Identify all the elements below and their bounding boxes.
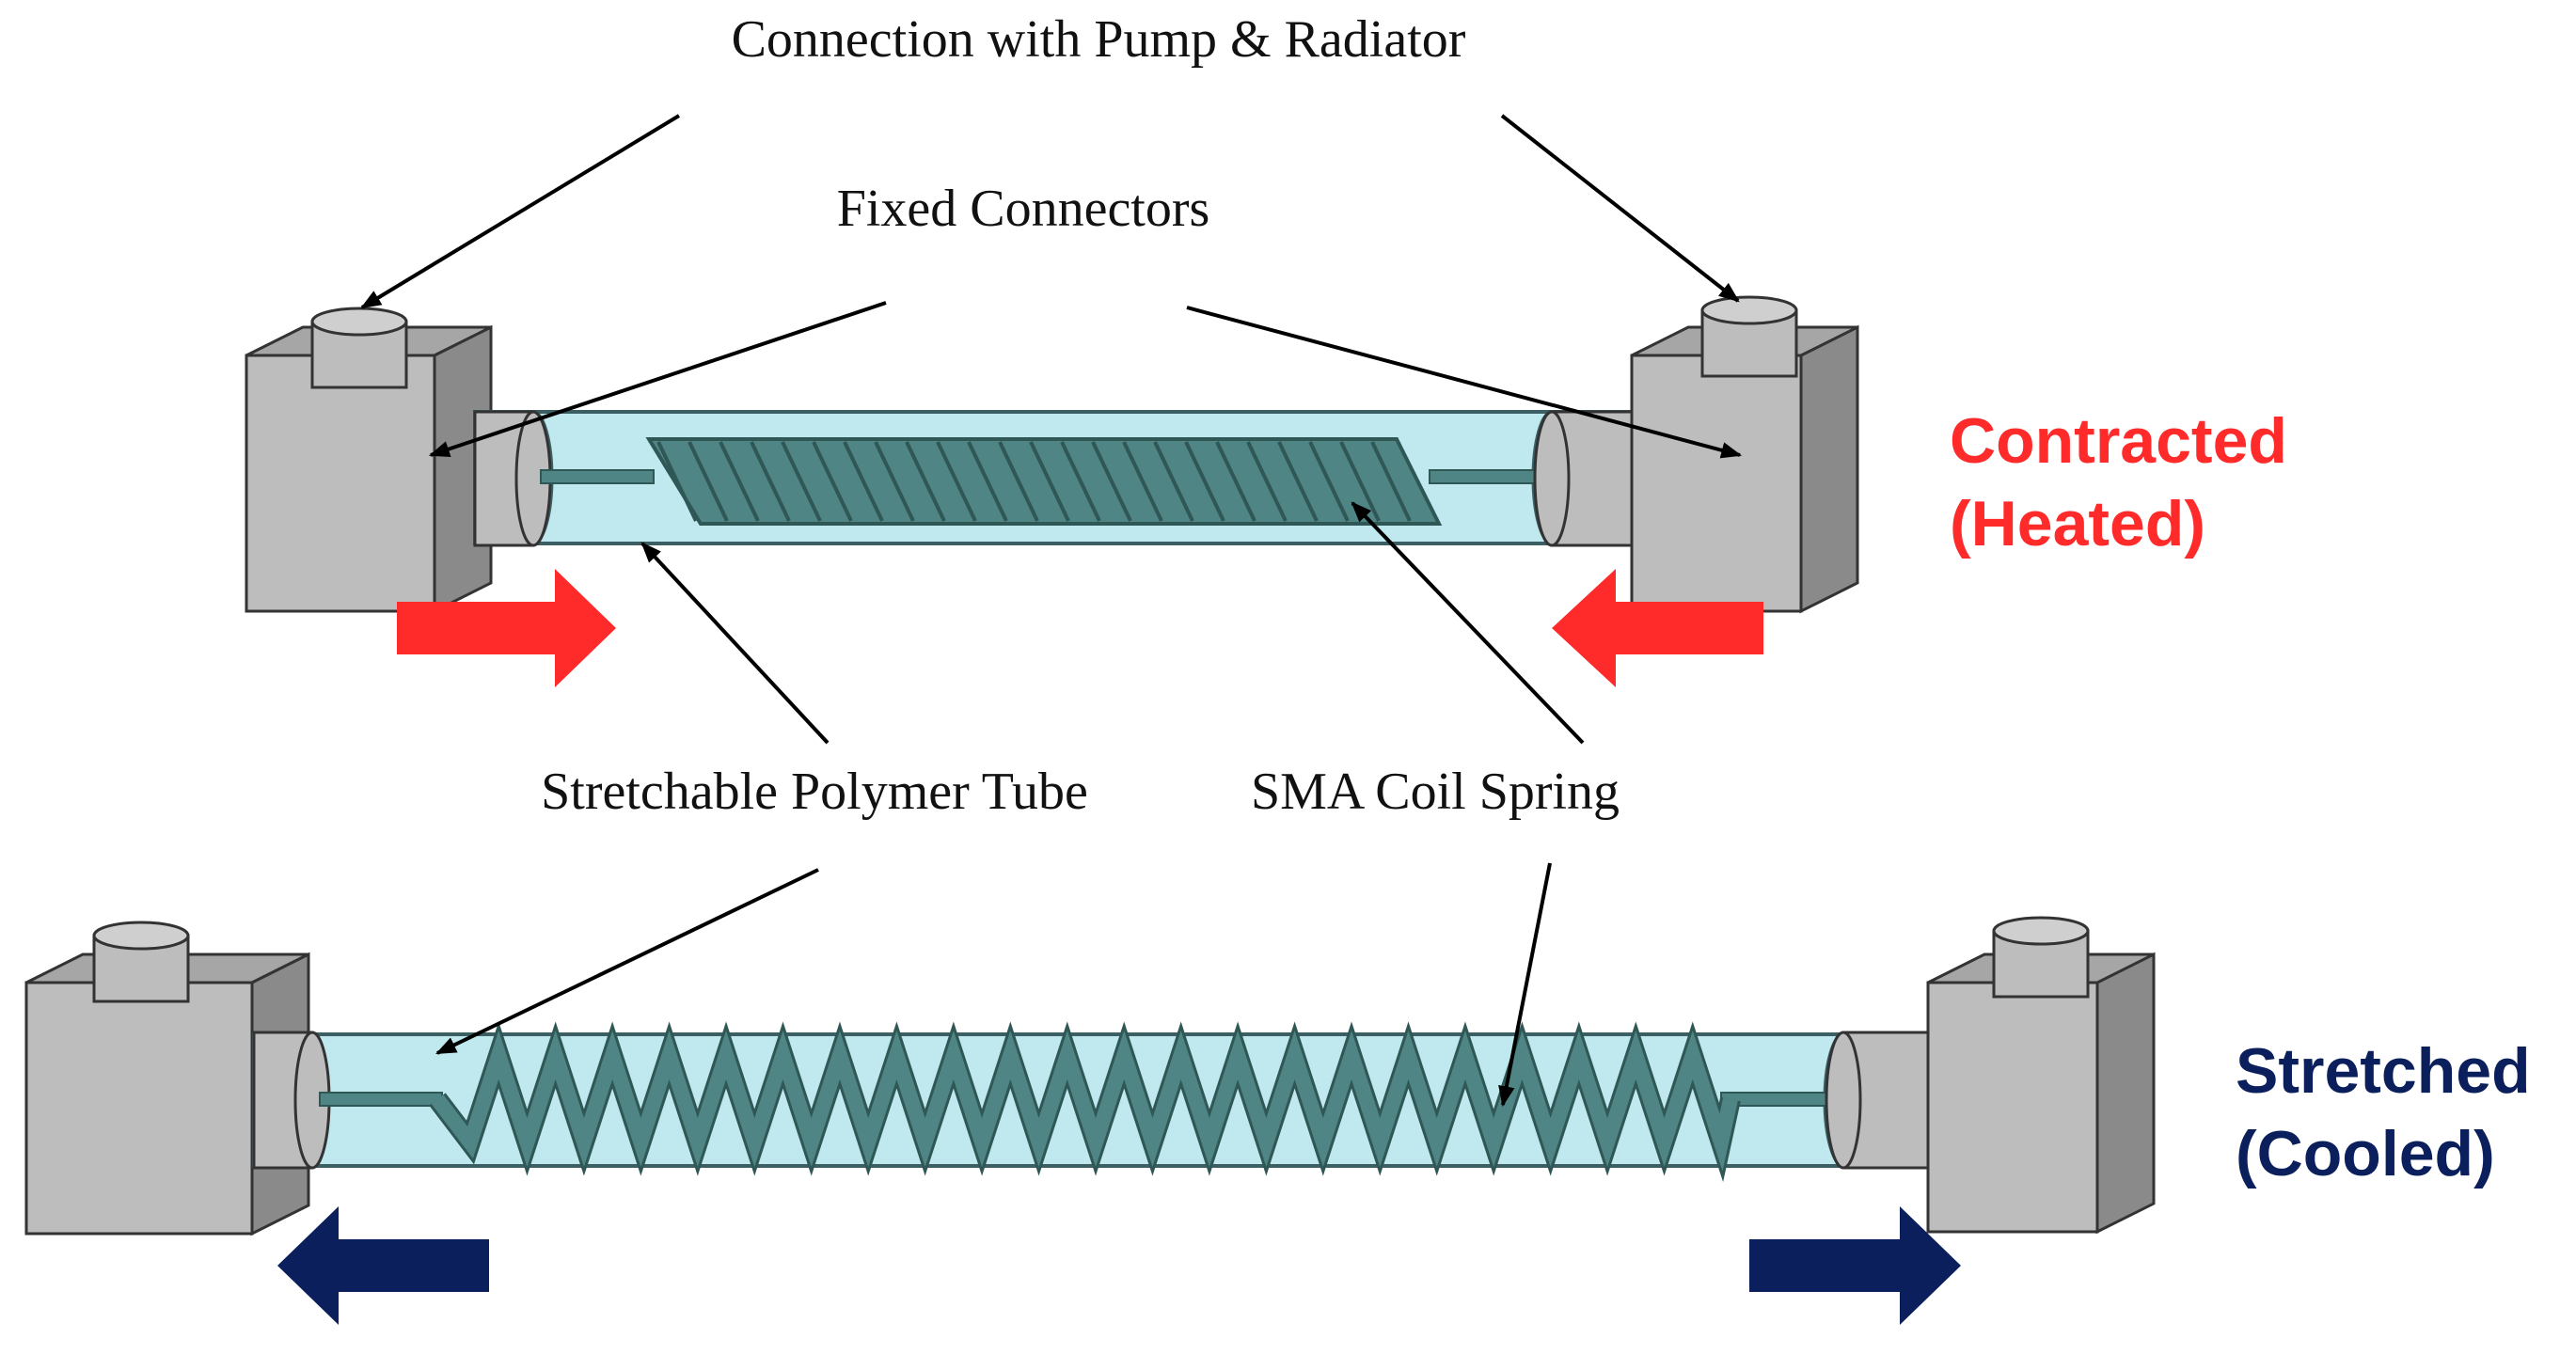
coil-turn	[812, 441, 853, 522]
coil-turn	[1153, 441, 1194, 522]
fixed-connectors-label: Fixed Connectors	[837, 180, 1210, 238]
sma-coil-stretched	[429, 1021, 1741, 1183]
right-fixed-connector-bottom	[1926, 916, 2156, 1235]
tube-label: Stretchable Polymer Tube	[541, 763, 1088, 821]
pump-port-right-bottom	[1992, 916, 2090, 999]
sma-coil-contracted	[645, 437, 1443, 526]
coil-turn	[1091, 441, 1132, 522]
heated-state-label: (Heated)	[1950, 488, 2205, 559]
leader-lines	[360, 114, 1743, 1108]
coil-turn	[1184, 441, 1225, 522]
leader-tube-bottom	[435, 868, 819, 1055]
coil-turn	[750, 441, 791, 522]
coil-turn	[781, 441, 822, 522]
coil-turn	[1246, 441, 1288, 522]
arrow-outward-icon	[277, 1206, 1961, 1325]
coil-turn	[656, 441, 698, 522]
right-fixed-connector-top	[1630, 295, 1859, 614]
arrow-inward-icon	[397, 569, 1763, 687]
coil-turn	[936, 441, 977, 522]
contracted-assembly	[245, 295, 1859, 687]
contracted-state-label: Contracted	[1950, 405, 2287, 477]
coil-turn	[967, 441, 1008, 522]
stretched-assembly	[24, 916, 2156, 1325]
coil-turn	[1215, 441, 1256, 522]
pump-port-left-top	[310, 307, 408, 389]
spring-wire-right-top	[1429, 469, 1548, 484]
coil-turn	[905, 441, 946, 522]
coil-body	[645, 437, 1443, 526]
spring-wire-left-top	[540, 469, 655, 484]
coil-turn	[874, 441, 915, 522]
spring-wire-left-bottom	[319, 1092, 443, 1107]
coil-turn	[687, 441, 729, 522]
left-fixed-connector-top	[245, 307, 493, 614]
coil-turn	[1060, 441, 1101, 522]
stretched-state-label: Stretched	[2236, 1035, 2531, 1107]
collar-left-top	[473, 410, 552, 547]
coil-turn	[1339, 441, 1381, 522]
coil-turn	[1308, 441, 1350, 522]
spring-label: SMA Coil Spring	[1251, 763, 1620, 821]
coil-turn	[1370, 441, 1412, 522]
coil-turn	[1122, 441, 1163, 522]
leader-tube-top	[640, 542, 830, 745]
coil-turn	[998, 441, 1039, 522]
leader-fixed-right	[1186, 306, 1743, 459]
pump-port-right-top	[1700, 295, 1798, 378]
coil-zigzag	[431, 1031, 1738, 1172]
leader-spring-top	[1351, 501, 1585, 745]
connection-label: Connection with Pump & Radiator	[732, 10, 1466, 69]
coil-turn	[1029, 441, 1070, 522]
coil-turn	[1277, 441, 1319, 522]
leader-connection-left	[360, 114, 681, 309]
collar-left-bottom	[252, 1031, 331, 1170]
coil-turn	[719, 441, 760, 522]
pump-port-left-bottom	[92, 921, 190, 1003]
coil-turn	[843, 441, 884, 522]
leader-spring-bottom	[1498, 862, 1552, 1108]
leader-connection-right	[1500, 114, 1740, 303]
cooled-state-label: (Cooled)	[2236, 1118, 2495, 1189]
leader-fixed-left	[428, 301, 887, 458]
